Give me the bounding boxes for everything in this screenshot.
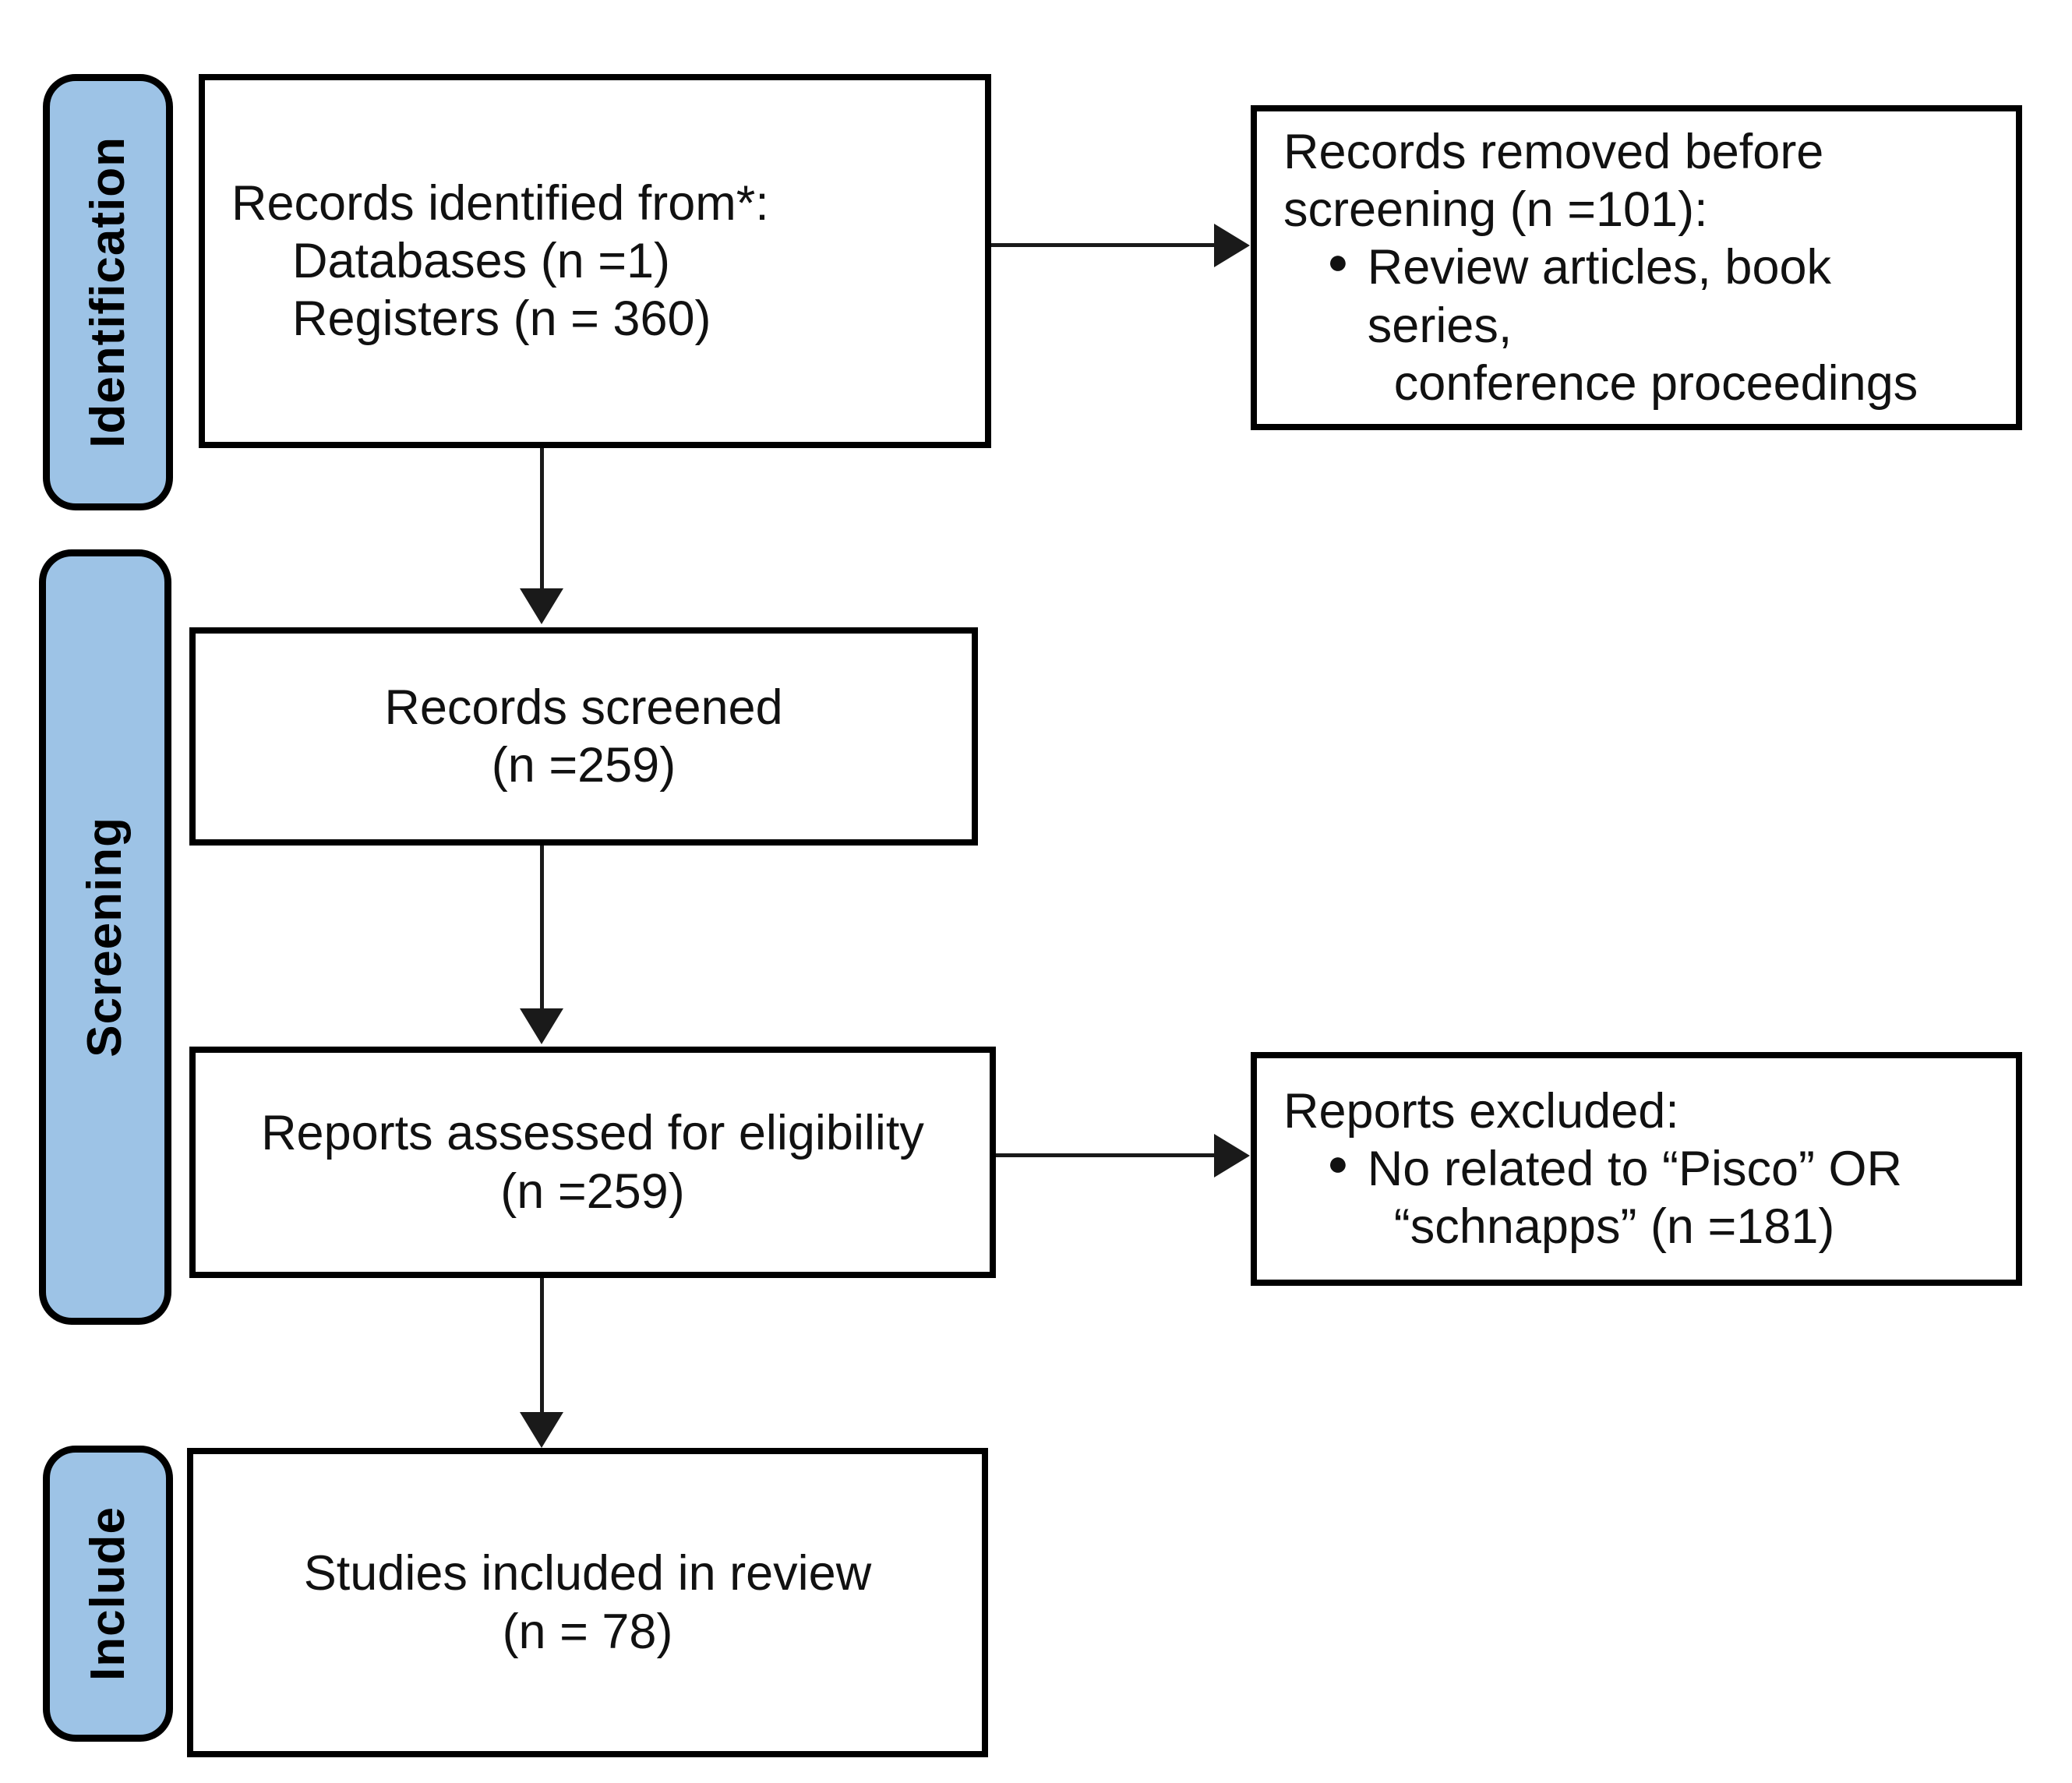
stage-pill-screening: Screening bbox=[39, 549, 171, 1325]
bullet-dot-icon: ● bbox=[1327, 1142, 1349, 1183]
records-removed-bullet-line2: conference proceedings bbox=[1393, 355, 1918, 411]
box-records-removed: Records removed before screening (n =101… bbox=[1251, 105, 2022, 430]
records-removed-bullet-text: Review articles, book series, conference… bbox=[1368, 238, 1989, 412]
stage-label-identification: Identification bbox=[80, 136, 135, 448]
records-removed-bullet-line1: Review articles, book series, bbox=[1367, 240, 1832, 353]
reports-excluded-bullet-line1: No related to “Pisco” OR bbox=[1367, 1141, 1903, 1196]
box-reports-assessed: Reports assessed for eligibility (n =259… bbox=[189, 1047, 996, 1278]
studies-included-line1: Studies included in review bbox=[303, 1546, 872, 1601]
reports-assessed-line1: Reports assessed for eligibility bbox=[261, 1106, 924, 1161]
records-removed-title-line2: screening (n =101): bbox=[1283, 182, 1708, 237]
reports-assessed-line2: (n =259) bbox=[500, 1163, 685, 1219]
reports-excluded-bullet-line2: “schnapps” (n =181) bbox=[1393, 1199, 1835, 1255]
reports-excluded-bullet-text: No related to “Pisco” OR “schnapps” (n =… bbox=[1368, 1140, 1902, 1256]
connector-assessed-to-included-line bbox=[540, 1278, 544, 1417]
stage-label-screening: Screening bbox=[78, 817, 132, 1057]
reports-excluded-bullet-item: ● No related to “Pisco” OR “schnapps” (n… bbox=[1283, 1140, 1989, 1256]
stage-pill-include: Include bbox=[43, 1446, 173, 1742]
bullet-dot-icon: ● bbox=[1327, 241, 1349, 282]
connector-screened-to-assessed-line bbox=[540, 846, 544, 1013]
records-identified-title: Records identified from*: bbox=[231, 175, 769, 231]
studies-included-line2: (n = 78) bbox=[502, 1604, 673, 1659]
connector-assessed-to-excluded-line bbox=[996, 1153, 1216, 1157]
stage-label-include: Include bbox=[80, 1506, 135, 1682]
records-identified-databases: Databases (n =1) bbox=[292, 233, 671, 288]
connector-identified-to-screened-arrowhead bbox=[520, 588, 563, 624]
box-reports-excluded: Reports excluded: ● No related to “Pisco… bbox=[1251, 1052, 2022, 1286]
connector-identified-to-removed-arrowhead bbox=[1214, 224, 1250, 267]
box-records-screened: Records screened (n =259) bbox=[189, 627, 978, 846]
records-identified-registers: Registers (n = 360) bbox=[292, 291, 711, 347]
records-screened-line2: (n =259) bbox=[491, 738, 676, 793]
box-records-identified: Records identified from*: Databases (n =… bbox=[199, 74, 991, 448]
connector-assessed-to-included-arrowhead bbox=[520, 1412, 563, 1448]
stage-pill-identification: Identification bbox=[43, 74, 173, 510]
reports-excluded-title: Reports excluded: bbox=[1283, 1083, 1679, 1139]
connector-identified-to-screened-line bbox=[540, 448, 544, 593]
box-studies-included: Studies included in review (n = 78) bbox=[187, 1448, 988, 1757]
connector-screened-to-assessed-arrowhead bbox=[520, 1008, 563, 1044]
records-screened-line1: Records screened bbox=[384, 680, 783, 735]
records-removed-bullet-item: ● Review articles, book series, conferen… bbox=[1283, 238, 1989, 412]
connector-assessed-to-excluded-arrowhead bbox=[1214, 1134, 1250, 1177]
records-removed-title-line1: Records removed before bbox=[1283, 124, 1824, 179]
connector-identified-to-removed-line bbox=[991, 243, 1216, 247]
